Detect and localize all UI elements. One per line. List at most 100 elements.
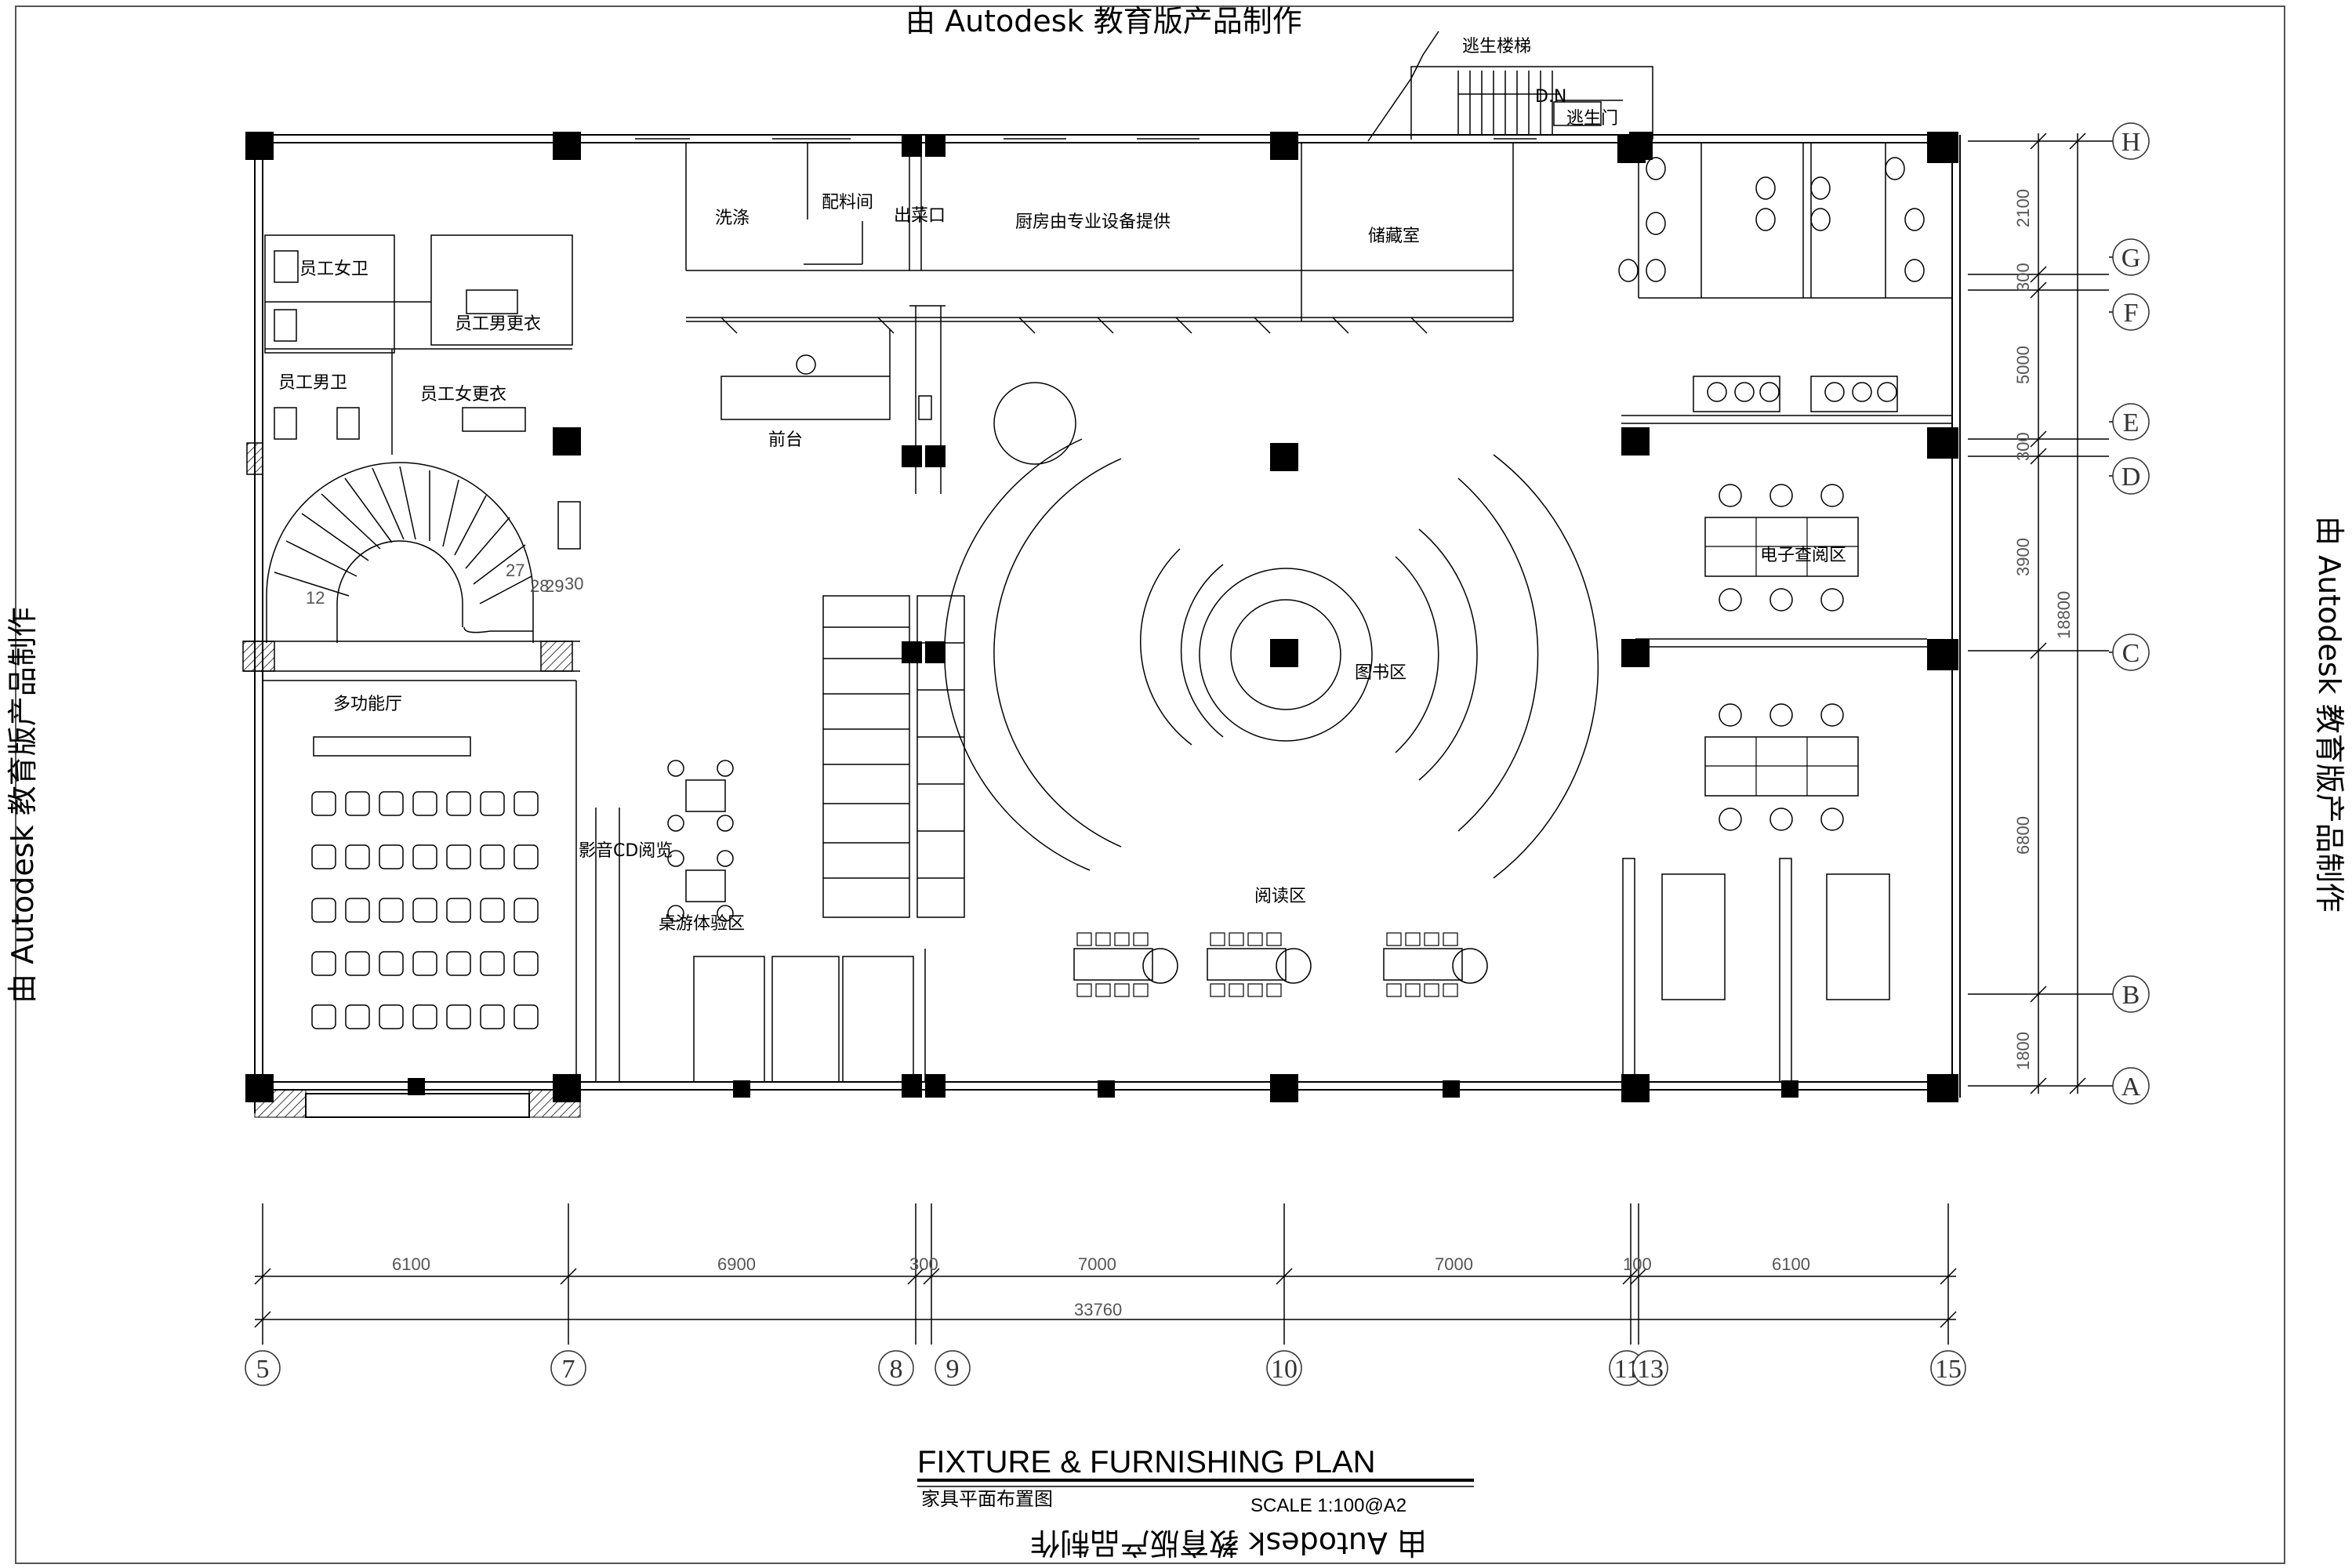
plan-subtitle: 家具平面布置图 [921, 1489, 1053, 1510]
label-kitchen: 厨房由专业设备提供 [1015, 212, 1171, 232]
toilet-fixture [1904, 208, 1925, 231]
hall-seat [311, 1004, 336, 1029]
e-desk-chair [1769, 808, 1793, 831]
toilet-fixture [1646, 259, 1666, 282]
grid-column-label: 15 [1935, 1355, 1962, 1384]
label-escape-door: 逃生门 [1566, 109, 1618, 129]
reading-chair [1210, 932, 1225, 946]
dim-v-300b: 300 [2013, 432, 2033, 461]
hall-seat [514, 844, 539, 869]
grid-column-label: 10 [1271, 1355, 1298, 1384]
toilet-fixture [1810, 208, 1831, 231]
hall-seat [514, 898, 539, 923]
reading-chair [1386, 983, 1402, 997]
staff-rooms [246, 234, 573, 475]
exterior-walls [254, 134, 1961, 1113]
toilet-fixture [1646, 212, 1666, 235]
grid-row-label: C [2122, 639, 2140, 668]
toilet-fixture [1646, 157, 1666, 180]
hall-seat [345, 951, 370, 976]
e-desk-chair [1769, 588, 1793, 612]
book-arcs [944, 438, 1599, 879]
label-prep-room: 配料间 [822, 193, 873, 212]
hall-seat [480, 898, 505, 923]
label-staff-female-change: 员工女更衣 [420, 385, 506, 405]
reading-chair [1076, 983, 1092, 997]
grid-column-bubble [550, 1350, 586, 1386]
dim-h-total: 33760 [1074, 1300, 1122, 1319]
plan-title: FIXTURE & FURNISHING PLAN [917, 1445, 1376, 1479]
toilet-fixture [1904, 259, 1925, 282]
label-e-reading: 电子查阅区 [1760, 546, 1846, 565]
reading-chair [1247, 932, 1263, 946]
reading-chair [1076, 932, 1092, 946]
reading-chair [1095, 983, 1111, 997]
e-reading-desks [1704, 484, 1859, 831]
hall-seat [514, 1004, 539, 1029]
grid-row-label: H [2122, 128, 2141, 157]
hall-seat [514, 791, 539, 816]
reading-chair [1443, 932, 1458, 946]
dim-v-300a: 300 [2013, 263, 2033, 292]
toilet-fixture [1618, 259, 1639, 282]
hall-seat [311, 951, 336, 976]
label-washing: 洗涤 [715, 209, 750, 228]
reading-chair [1247, 983, 1263, 997]
grid-row-label: B [2122, 981, 2140, 1010]
grid-column-bubble [878, 1350, 914, 1386]
grid-row-bubble [2112, 122, 2150, 160]
wc-fixtures [1618, 157, 1925, 282]
stair-step-28: 28 [530, 576, 549, 596]
hall-seat [412, 791, 437, 816]
grid-row-bubble [2112, 403, 2150, 441]
dim-v-1800: 1800 [2013, 1032, 2033, 1070]
label-dn: D.N [1535, 87, 1566, 107]
reading-chair [1424, 932, 1439, 946]
toilet-fixture [1810, 176, 1831, 200]
grid-row-bubble [2112, 1067, 2150, 1105]
escape-stairs [1367, 31, 1653, 142]
hall-seat [446, 791, 471, 816]
label-staff-male-wc: 员工男卫 [278, 373, 347, 393]
grid-row-label: G [2122, 244, 2141, 273]
hall-seat [446, 898, 471, 923]
hall-seat [412, 951, 437, 976]
dim-h-6100b: 6100 [1772, 1254, 1810, 1274]
label-staff-male-change: 员工男更衣 [455, 314, 541, 334]
watermark-left: 由 Autodesk 教育版产品制作 [5, 607, 40, 1004]
multi-function-hall [263, 680, 620, 1082]
reading-chair [1210, 983, 1225, 997]
e-desk-chair [1719, 588, 1742, 612]
dim-h-7000a: 7000 [1078, 1254, 1116, 1274]
label-board-game: 桌游体验区 [659, 914, 745, 934]
reading-chair [1114, 983, 1130, 997]
grid-row-bubble [2112, 293, 2150, 331]
hall-seat [412, 844, 437, 869]
horizontal-dimension-lines [254, 1203, 1957, 1345]
hall-seat [311, 844, 336, 869]
reading-chair [1229, 932, 1244, 946]
title-block: FIXTURE & FURNISHING PLAN 家具平面布置图 SCALE … [917, 1445, 1474, 1516]
grid-row-label: A [2122, 1073, 2141, 1102]
hall-seat [379, 844, 404, 869]
reading-chair [1443, 983, 1458, 997]
toilet-fixture [1755, 176, 1776, 200]
e-desk-chair [1820, 808, 1844, 831]
hall-seat [480, 791, 505, 816]
reading-chair [1114, 932, 1130, 946]
hall-seat [446, 951, 471, 976]
label-staff-female-wc: 员工女卫 [299, 260, 368, 279]
reading-chair [1133, 932, 1149, 946]
hall-seat [379, 951, 404, 976]
grid-column-bubble [245, 1350, 281, 1386]
hall-seat [311, 791, 336, 816]
grid-column-label: 5 [256, 1355, 270, 1384]
board-game-tables [667, 760, 926, 1083]
label-library: 图书区 [1355, 663, 1406, 683]
grid-column-label: 8 [890, 1355, 903, 1384]
grid-row-label: E [2123, 408, 2140, 437]
e-desk-chair [1719, 484, 1742, 507]
grid-column-bubble [1266, 1350, 1302, 1386]
